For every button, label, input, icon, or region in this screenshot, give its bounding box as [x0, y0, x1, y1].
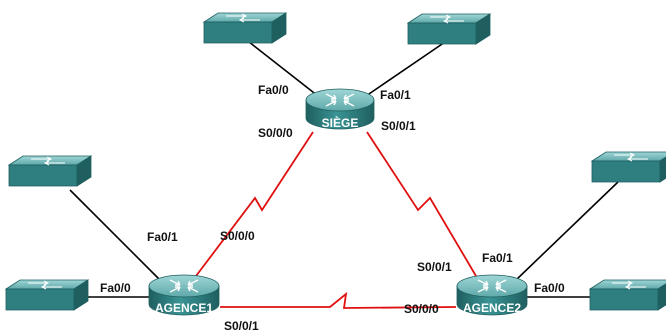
router-agence1[interactable]: AGENCE1: [148, 274, 220, 316]
router-icon: [148, 274, 220, 316]
serial-links: [195, 131, 477, 309]
switch-sw-siege-left[interactable]: [202, 12, 288, 44]
link-agence2-sw-top: [515, 181, 619, 281]
link-agence1-sw-top: [69, 189, 163, 283]
port-label-siege-fa00: Fa0/0: [258, 83, 289, 97]
port-label-siege-s000: S0/0/0: [258, 126, 293, 140]
serial-link-siege-agence1: [195, 131, 314, 277]
port-label-agence2-fa00: Fa0/0: [534, 281, 565, 295]
router-label-siege: SIÈGE: [322, 115, 359, 130]
serial-link-siege-agence2: [366, 131, 477, 277]
switch-icon: [202, 12, 288, 44]
link-siege-sw-right: [365, 39, 449, 97]
port-label-agence1-fa00: Fa0/0: [100, 281, 131, 295]
switch-icon: [7, 155, 93, 187]
switch-sw-agence1-top[interactable]: [7, 155, 93, 187]
ethernet-links: [69, 37, 619, 298]
switch-sw-siege-right[interactable]: [406, 13, 492, 45]
port-label-agence1-fa01: Fa0/1: [147, 230, 178, 244]
router-icon: [305, 88, 375, 130]
router-icon: [456, 274, 528, 316]
port-label-agence2-s000: S0/0/0: [404, 302, 439, 316]
port-labels: Fa0/0 Fa0/1 S0/0/0 S0/0/1 Fa0/1 S0/0/0 F…: [100, 83, 565, 333]
port-label-agence2-s001: S0/0/1: [417, 260, 452, 274]
switch-sw-agence2-top[interactable]: [590, 151, 666, 183]
switch-icon: [590, 151, 666, 183]
port-label-agence2-fa01: Fa0/1: [482, 251, 513, 265]
router-label-agence2: AGENCE2: [463, 301, 521, 315]
port-label-siege-s001: S0/0/1: [381, 119, 416, 133]
serial-link-agence1-agence2: [220, 291, 457, 309]
switch-sw-agence1-bottom[interactable]: [4, 279, 90, 311]
link-siege-sw-left: [243, 37, 319, 97]
port-label-agence1-s000: S0/0/0: [220, 229, 255, 243]
switch-icon: [406, 13, 492, 45]
switch-sw-agence2-bottom[interactable]: [588, 279, 666, 311]
switch-icon: [4, 279, 90, 311]
router-siege[interactable]: SIÈGE: [305, 88, 375, 130]
router-label-agence1: AGENCE1: [155, 301, 213, 315]
switch-icon: [588, 279, 666, 311]
port-label-agence1-s001: S0/0/1: [224, 319, 259, 333]
port-label-siege-fa01: Fa0/1: [380, 88, 411, 102]
router-agence2[interactable]: AGENCE2: [456, 274, 528, 316]
